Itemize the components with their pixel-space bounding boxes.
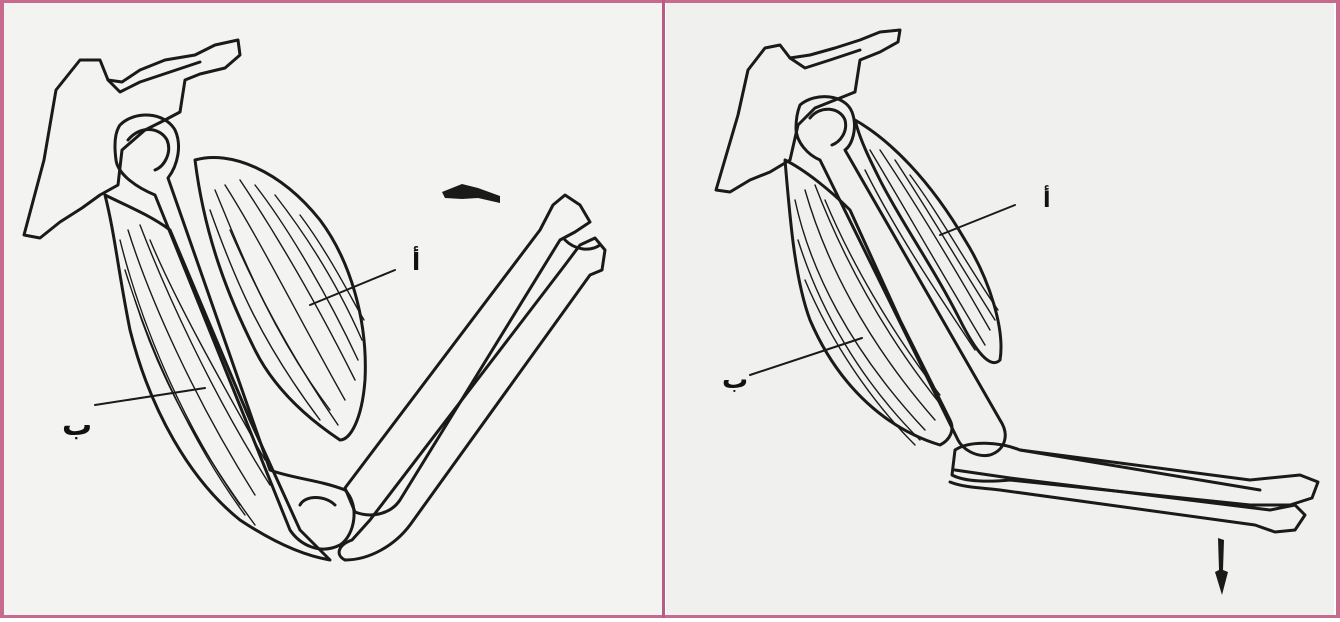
extension-arrow-icon <box>1215 538 1228 595</box>
right-triceps <box>785 160 952 445</box>
left-forearm <box>339 195 605 560</box>
frame-border-right <box>1336 0 1340 618</box>
flexion-arrow-icon <box>442 184 500 203</box>
frame-border-bottom <box>0 615 1340 618</box>
right-label-b: ب <box>722 365 748 395</box>
frame-border-left <box>0 0 4 618</box>
right-forearm <box>950 443 1318 532</box>
left-label-a: أ <box>412 248 420 276</box>
left-biceps <box>195 158 365 441</box>
frame-border-top <box>0 0 1340 3</box>
left-label-b: ب <box>62 408 92 443</box>
left-humerus <box>115 115 354 549</box>
panel-divider <box>662 0 665 618</box>
right-label-a: أ <box>1043 188 1051 213</box>
left-triceps <box>105 195 330 560</box>
right-biceps <box>855 120 1001 363</box>
